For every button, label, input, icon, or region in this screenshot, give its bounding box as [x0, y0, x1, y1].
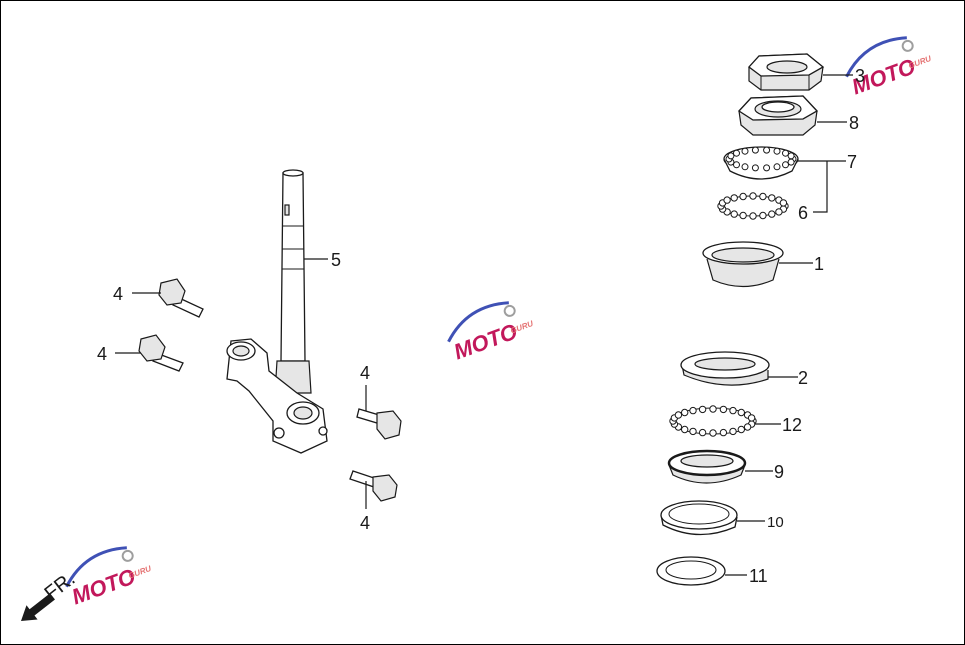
- callout-label: 4: [97, 344, 107, 364]
- bearing-ball: [751, 146, 759, 154]
- bearing-ball: [674, 411, 683, 419]
- bearing-ball: [741, 147, 749, 155]
- bearing-ball: [729, 406, 737, 415]
- bearing-ball: [773, 147, 781, 155]
- bearing-ball: [751, 164, 759, 172]
- bearing-ball: [749, 192, 757, 200]
- bearing-ball: [749, 212, 757, 220]
- bearing-ball: [698, 428, 707, 437]
- part-7-bearing-cone: [723, 146, 799, 180]
- bearing-ball: [737, 425, 745, 434]
- callout-label: 1: [814, 254, 824, 274]
- bearing-ball: [763, 146, 771, 154]
- callout-label: 9: [774, 462, 784, 482]
- part-8-adjusting-nut: [737, 95, 819, 136]
- watermark-bottom-left: MOTO GURU: [65, 546, 153, 609]
- part-9-bearing-cone: [667, 449, 747, 484]
- callout-label: 2: [798, 368, 808, 388]
- bearing-ball: [741, 163, 749, 171]
- bearing-ball: [709, 429, 717, 437]
- bearing-ball: [719, 428, 728, 437]
- bearing-ball: [763, 164, 771, 172]
- bearing-ball: [698, 405, 707, 414]
- bearing-ball: [729, 427, 737, 436]
- bearing-ball: [709, 405, 717, 413]
- bearing-ball: [733, 149, 740, 157]
- bearing-ball: [775, 208, 783, 216]
- callout-label: 3: [855, 66, 865, 86]
- callout-label: 11: [749, 566, 768, 586]
- part-3-lock-nut: [748, 53, 825, 91]
- bearing-ball: [787, 158, 795, 166]
- bearing-ball: [773, 163, 781, 171]
- bearing-ball: [768, 210, 776, 218]
- bearing-ball: [759, 211, 767, 220]
- part-4-bolt-c: [356, 408, 402, 440]
- part-6-ball-race: [717, 192, 789, 220]
- bearing-ball: [782, 149, 789, 157]
- leader-lines: [115, 74, 853, 576]
- bearing-ball: [681, 425, 689, 434]
- part-1-bearing-cup: [702, 241, 784, 288]
- callout-label: 6: [798, 203, 808, 223]
- watermark-top-right: MOTO GURU: [845, 36, 933, 99]
- part-4-bolt-d: [349, 470, 398, 502]
- bearing-ball: [739, 192, 747, 201]
- callout-label: 8: [849, 113, 859, 133]
- bearing-ball: [737, 408, 745, 417]
- bearing-ball: [681, 408, 689, 417]
- callout-label: 10: [767, 514, 784, 531]
- arrow-icon: [21, 593, 55, 621]
- part-4-bolt-b: [138, 334, 184, 372]
- part-12-ball-race: [669, 405, 757, 437]
- bearing-ball: [768, 194, 776, 202]
- part-5-steering-stem: [226, 169, 328, 454]
- bearing-ball: [723, 196, 731, 204]
- bearing-ball: [779, 199, 788, 207]
- bearing-ball: [730, 210, 738, 218]
- part-11-washer: [656, 556, 726, 586]
- bearing-ball: [719, 405, 728, 414]
- bearing-ball: [782, 161, 789, 169]
- bearing-ball: [787, 152, 795, 160]
- watermark-center: MOTO GURU: [447, 301, 535, 364]
- bearing-ball: [733, 161, 740, 169]
- bearing-ball: [689, 406, 697, 415]
- bearing-ball: [689, 427, 697, 436]
- callout-label: 4: [360, 513, 370, 533]
- bearing-ball: [730, 194, 738, 202]
- part-2-bearing-cup: [680, 351, 770, 386]
- callout-label: 12: [782, 415, 802, 435]
- front-direction-indicator: FR.: [21, 568, 79, 621]
- part-10-dust-seal: [660, 500, 738, 536]
- bearing-ball: [739, 211, 747, 220]
- bearing-ball: [759, 192, 767, 201]
- callout-label: 5: [331, 250, 341, 270]
- callout-label: 4: [113, 284, 123, 304]
- bearing-ball: [727, 152, 735, 160]
- bearing-ball: [747, 414, 756, 422]
- part-4-bolt-a: [158, 278, 204, 318]
- callout-label: 4: [360, 363, 370, 383]
- callout-label: 7: [847, 152, 857, 172]
- bearing-ball: [743, 423, 752, 431]
